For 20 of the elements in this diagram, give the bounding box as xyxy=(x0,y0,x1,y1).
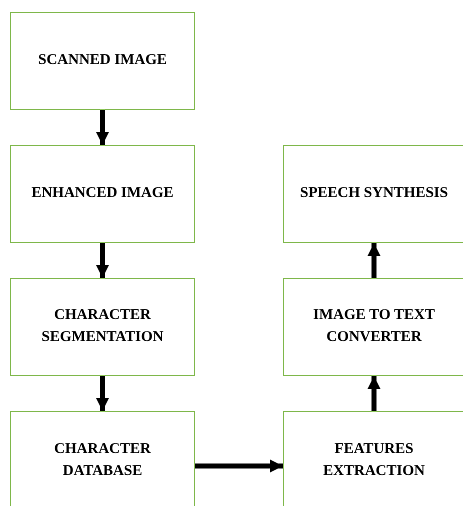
process-box xyxy=(10,12,195,110)
arrow xyxy=(96,110,109,145)
box-label: CHARACTER SEGMENTATION xyxy=(40,306,164,347)
box-label: CHARACTER DATABASE xyxy=(53,440,152,481)
box-label: SPEECH SYNTHESIS xyxy=(300,184,448,204)
arrow xyxy=(195,460,283,472)
arrow xyxy=(96,243,109,278)
process-box xyxy=(10,278,195,376)
box-label: IMAGE TO TEXT CONVERTER xyxy=(312,306,436,347)
process-box xyxy=(283,278,463,376)
box-label: FEATURES EXTRACTION xyxy=(322,440,426,481)
arrow xyxy=(368,243,380,278)
process-box xyxy=(10,411,195,506)
process-box xyxy=(283,411,463,506)
process-box xyxy=(283,145,463,243)
arrow xyxy=(96,376,109,411)
box-label: SCANNED IMAGE xyxy=(38,51,167,70)
box-label: ENHANCED IMAGE xyxy=(31,184,174,204)
arrow xyxy=(368,376,380,411)
process-box xyxy=(10,145,195,243)
